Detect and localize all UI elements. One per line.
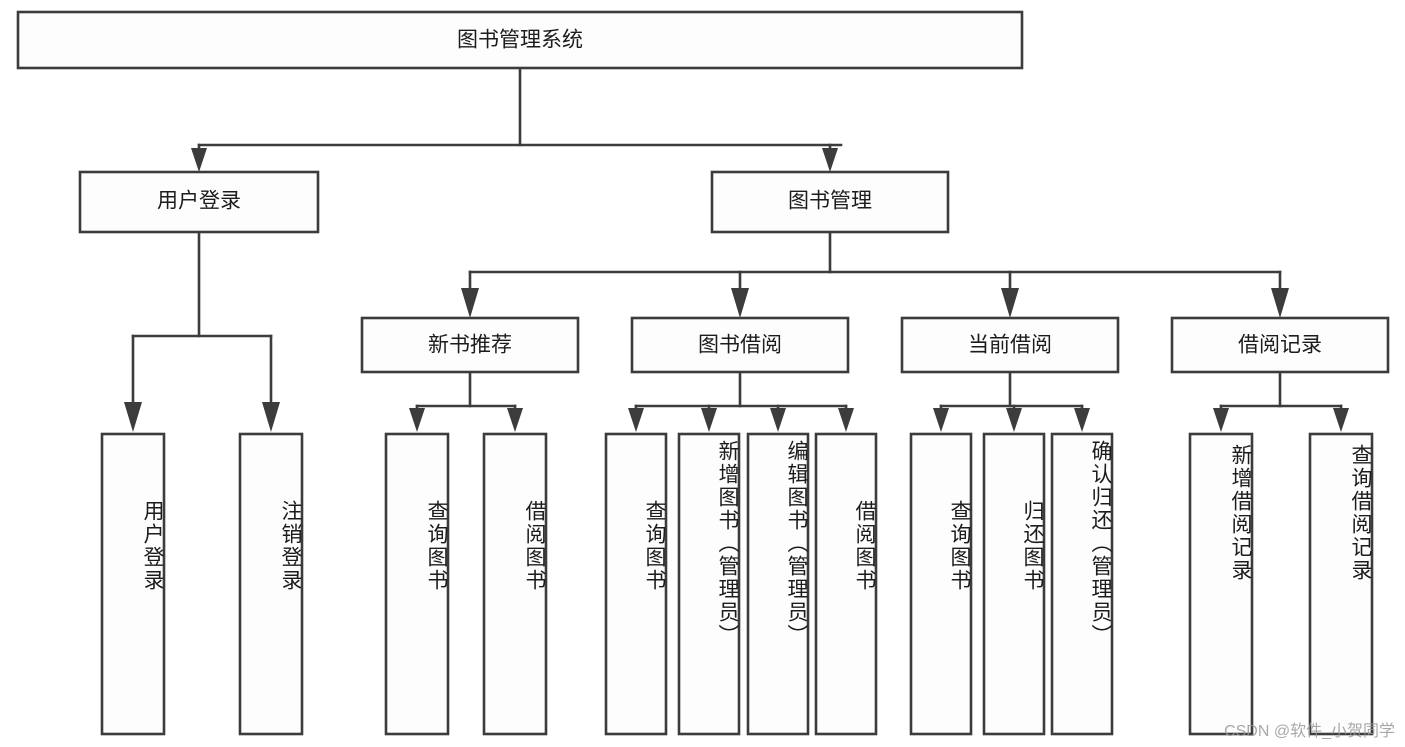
arrow-head-icon xyxy=(628,408,644,432)
leaf-box-return-book[interactable] xyxy=(982,432,1046,736)
arrow-head-icon xyxy=(1001,288,1019,318)
connector-user-login-children xyxy=(124,230,280,432)
leaf-box-borrow-book-2[interactable] xyxy=(814,432,878,736)
node-root-label: 图书管理系统 xyxy=(457,29,583,52)
leaf-box-edit-book[interactable] xyxy=(746,432,810,736)
leaf-box-borrow-book-1[interactable] xyxy=(482,432,548,736)
leaf-box-add-record[interactable] xyxy=(1188,432,1254,736)
arrow-head-icon xyxy=(1333,408,1349,432)
node-book-borrow[interactable]: 图书借阅 xyxy=(630,316,850,374)
node-book-manage-label: 图书管理 xyxy=(788,190,872,213)
arrow-head-icon xyxy=(731,288,749,318)
node-borrow-record-label: 借阅记录 xyxy=(1238,334,1322,357)
arrow-head-icon xyxy=(262,402,280,432)
arrow-head-icon xyxy=(701,408,717,432)
node-borrow-record[interactable]: 借阅记录 xyxy=(1170,316,1390,374)
leaf-box-query-book-1[interactable] xyxy=(384,432,450,736)
arrow-head-icon xyxy=(1074,408,1090,432)
connector-borrow-record-children xyxy=(1213,370,1349,432)
leaf-box-query-book-2[interactable] xyxy=(604,432,668,736)
arrow-head-icon xyxy=(507,408,523,432)
connector-book-borrow-children xyxy=(628,370,854,432)
node-current-borrow[interactable]: 当前借阅 xyxy=(900,316,1120,374)
connector-book-manage-children xyxy=(461,230,1289,318)
node-user-login-label: 用户登录 xyxy=(157,190,241,213)
node-current-borrow-label: 当前借阅 xyxy=(968,334,1052,357)
arrow-head-icon xyxy=(191,148,207,172)
leaf-box-add-book[interactable] xyxy=(677,432,741,736)
node-new-book-rec[interactable]: 新书推荐 xyxy=(360,316,580,374)
leaf-box-user-login[interactable] xyxy=(100,432,166,736)
arrow-head-icon xyxy=(409,408,425,432)
node-root[interactable]: 图书管理系统 xyxy=(16,10,1024,70)
leaf-box-query-record[interactable] xyxy=(1308,432,1374,736)
node-new-book-rec-label: 新书推荐 xyxy=(428,334,512,357)
arrow-head-icon xyxy=(1213,408,1229,432)
node-book-borrow-label: 图书借阅 xyxy=(698,334,782,357)
arrow-head-icon xyxy=(124,402,142,432)
leaf-boxes xyxy=(100,432,1374,736)
leaf-box-query-book-3[interactable] xyxy=(909,432,973,736)
leaf-box-confirm-return[interactable] xyxy=(1050,432,1114,736)
arrow-head-icon xyxy=(838,408,854,432)
csdn-watermark: CSDN @软件_小贺同学 xyxy=(1224,723,1395,740)
node-book-manage[interactable]: 图书管理 xyxy=(710,170,950,234)
arrow-head-icon xyxy=(1271,288,1289,318)
connector-root-to-level1 xyxy=(191,66,843,172)
node-user-login[interactable]: 用户登录 xyxy=(78,170,320,234)
connector-current-borrow-children xyxy=(933,370,1090,432)
arrow-head-icon xyxy=(461,288,479,318)
arrow-head-icon xyxy=(770,408,786,432)
leaf-box-user-logout[interactable] xyxy=(238,432,304,736)
arrow-head-icon xyxy=(822,148,838,172)
arrow-head-icon xyxy=(933,408,949,432)
connector-new-book-rec-children xyxy=(409,370,523,432)
arrow-head-icon xyxy=(1006,408,1022,432)
